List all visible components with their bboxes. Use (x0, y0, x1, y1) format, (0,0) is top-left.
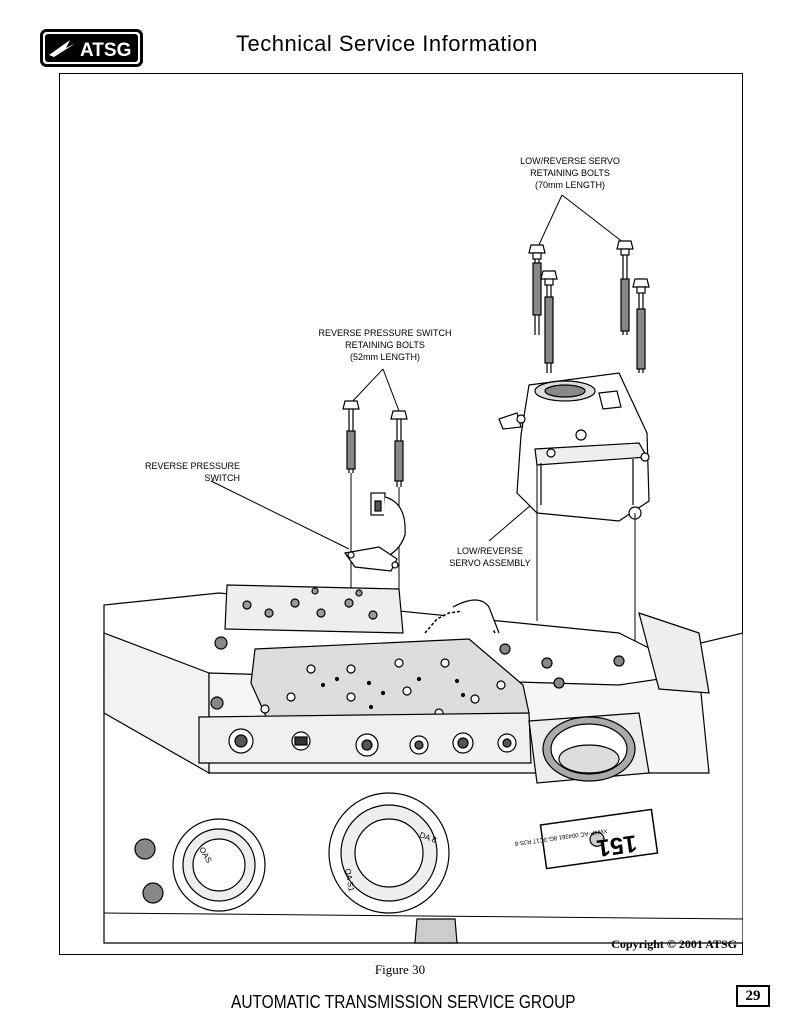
callout-servo-assembly: LOW/REVERSE SERVO ASSEMBLY (449, 546, 531, 568)
leader-lines (210, 194, 625, 550)
figure-caption: Figure 30 (374, 962, 426, 977)
transmission-case: DA 8 OA S1 OAS (103, 584, 743, 944)
callout-servo-retaining-bolts: LOW/REVERSE SERVO RETAINING BOLTS (70mm … (520, 156, 620, 190)
atsg-logo: ATSG (40, 29, 143, 67)
callout-switch-retaining-bolts: REVERSE PRESSURE SWITCH RETAINING BOLTS … (318, 328, 452, 362)
page-number: 29 (736, 985, 770, 1007)
servo-assembly (498, 372, 650, 522)
page-title: Technical Service Information (236, 31, 538, 56)
valve-body-illustration: DA 8 OA S1 OAS 151 XW4P-AC 004361 8G-3C1… (103, 194, 743, 944)
servo-bolts (528, 240, 650, 373)
copyright-notice: Copyright © 2001 ATSG (611, 937, 737, 951)
svg-text:OA S1: OA S1 (343, 868, 356, 893)
callout-reverse-pressure-switch: REVERSE PRESSURE SWITCH (144, 461, 240, 483)
stamp-number: 151 (595, 829, 638, 861)
svg-text:ATSG: ATSG (80, 40, 131, 61)
pressure-switch (343, 492, 406, 572)
footer-title: AUTOMATIC TRANSMISSION SERVICE GROUP (231, 992, 576, 1012)
figure-frame (59, 73, 743, 955)
